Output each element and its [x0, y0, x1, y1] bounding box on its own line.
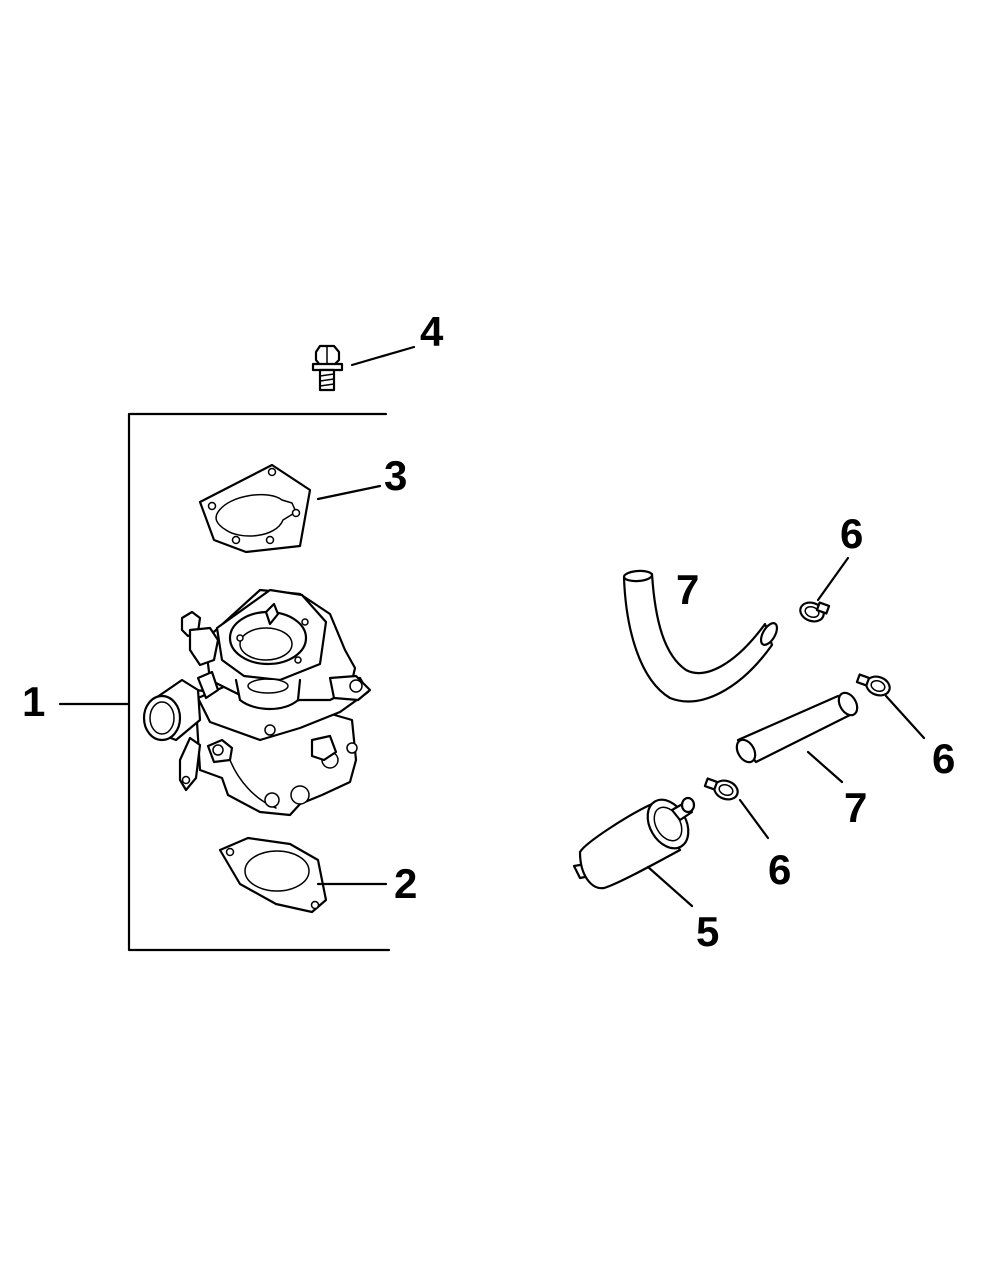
- bolt-part[interactable]: [311, 344, 344, 392]
- callout-7-upper: 7: [676, 566, 699, 613]
- hose-clamp-right-part[interactable]: [855, 673, 892, 698]
- carburetor-part[interactable]: [142, 588, 372, 817]
- callout-3: 3: [384, 452, 407, 499]
- assembly-bracket: [127, 412, 391, 952]
- bottom-gasket-part[interactable]: [218, 836, 328, 914]
- leader-line-6b: [884, 694, 926, 740]
- leader-lines: [58, 345, 926, 908]
- callout-6-lower: 6: [768, 846, 791, 893]
- hose-clamp-upper-part[interactable]: [798, 599, 831, 624]
- callout-1: 1: [22, 678, 45, 725]
- hose-clamp-lower-part[interactable]: [703, 777, 740, 802]
- leader-line-4: [350, 345, 416, 367]
- top-gasket-part[interactable]: [198, 463, 312, 554]
- callout-labels: 1 2 3 4 5 6 6 6 7 7: [22, 308, 955, 955]
- leader-line-3: [316, 484, 382, 501]
- callout-6-right: 6: [932, 735, 955, 782]
- callout-7-lower: 7: [844, 784, 867, 831]
- leader-line-7b: [806, 750, 844, 784]
- leader-line-6c: [738, 798, 770, 840]
- straight-fuel-hose-part[interactable]: [733, 690, 861, 766]
- leader-line-6a: [816, 556, 850, 602]
- bent-fuel-hose-part[interactable]: [622, 569, 781, 703]
- callout-5: 5: [696, 908, 719, 955]
- callout-2: 2: [394, 860, 417, 907]
- fuel-filter-part[interactable]: [572, 792, 697, 890]
- callout-6-upper: 6: [840, 510, 863, 557]
- callout-4: 4: [420, 308, 444, 355]
- leader-line-5: [646, 865, 694, 908]
